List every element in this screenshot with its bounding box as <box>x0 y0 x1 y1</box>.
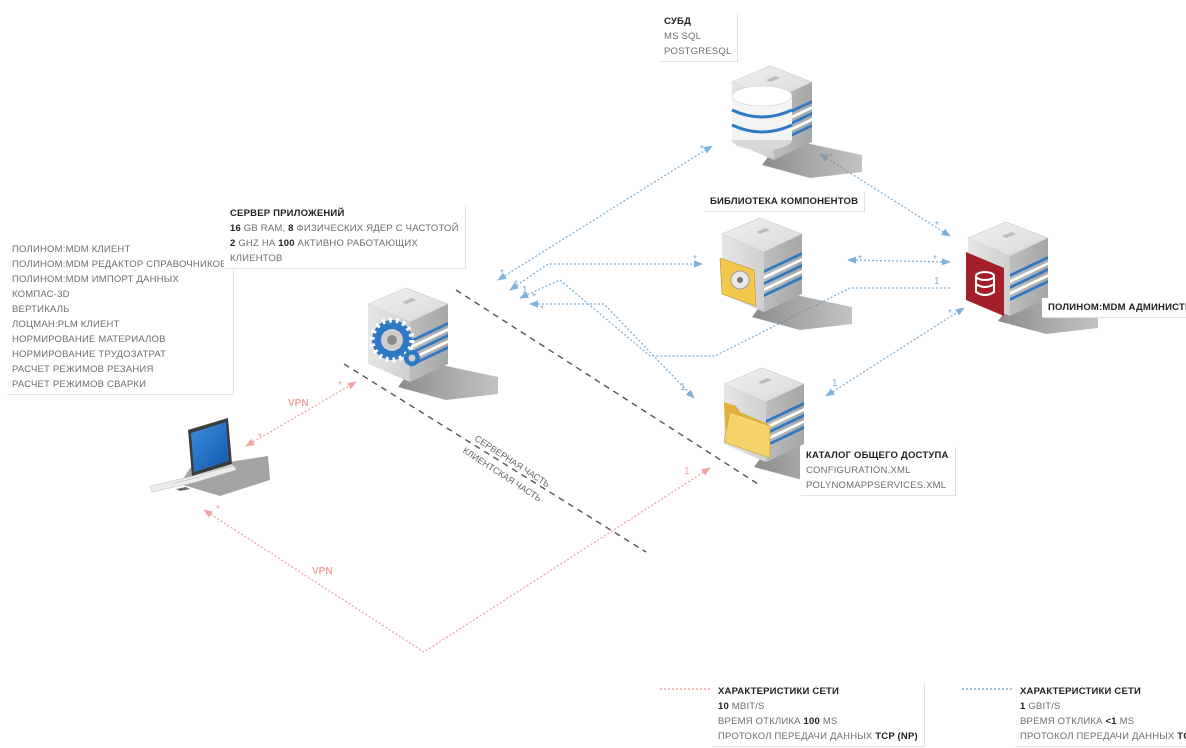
admin-server-icon <box>966 221 1098 335</box>
dbms-title: СУБД <box>664 16 692 27</box>
mark-one-2: 1 <box>680 382 686 393</box>
link-catalog-admin <box>825 307 965 397</box>
app-server-spec-1: 16 GB RAM, 8 ФИЗИЧЕСКИХ ЯДЕР С ЧАСТОТОЙ <box>230 223 459 234</box>
app-server-label: СЕРВЕР ПРИЛОЖЕНИЙ 16 GB RAM, 8 ФИЗИЧЕСКИ… <box>224 204 465 268</box>
client-item: КОМПАС-3D <box>12 289 70 300</box>
client-item: РАСЧЕТ РЕЖИМОВ СВАРКИ <box>12 379 147 390</box>
library-label: БИБЛИОТЕКА КОМПОНЕНТОВ <box>704 192 865 211</box>
blue-links <box>497 145 965 399</box>
legend-blue: ХАРАКТЕРИСТИКИ СЕТИ 1 GBIT/S ВРЕМЯ ОТКЛИ… <box>1014 682 1186 746</box>
admin-title: ПОЛИНОМ:MDM АДМИНИСТРАТОР <box>1048 302 1186 313</box>
library-server-icon <box>719 217 852 331</box>
catalog-server-icon <box>723 367 854 481</box>
catalog-label: КАТАЛОГ ОБЩЕГО ДОСТУПА CONFIGURATION.XML… <box>800 446 955 495</box>
catalog-item: POLYNOMAPPSERVICES.XML <box>806 480 947 491</box>
laptop-icon <box>149 418 270 496</box>
divider-upper <box>455 289 759 485</box>
link-appserver-admin <box>519 279 952 357</box>
client-item: ПОЛИНОМ:MDM ИМПОРТ ДАННЫХ <box>12 274 179 285</box>
dbms-label: СУБД MS SQL POSTGRESQL <box>658 12 738 61</box>
app-server-spec-2: 2 GHZ НА 100 АКТИВНО РАБОТАЮЩИХ <box>230 238 418 249</box>
legend-red: ХАРАКТЕРИСТИКИ СЕТИ 10 MBIT/S ВРЕМЯ ОТКЛ… <box>712 682 924 746</box>
client-software-list: ПОЛИНОМ:MDM КЛИЕНТ ПОЛИНОМ:MDM РЕДАКТОР … <box>6 240 233 394</box>
link-appserver-catalog <box>529 300 695 399</box>
client-item: НОРМИРОВАНИЕ МАТЕРИАЛОВ <box>12 334 166 345</box>
legend-blue-speed: 1 GBIT/S <box>1020 701 1061 712</box>
link-appserver-dbms <box>497 145 713 281</box>
mark-star-10: * <box>933 254 937 265</box>
legend-red-latency: ВРЕМЯ ОТКЛИКА 100 MS <box>718 716 838 727</box>
catalog-title: КАТАЛОГ ОБЩЕГО ДОСТУПА <box>806 450 949 461</box>
mark-star-9: * <box>858 254 862 265</box>
mark-one-1: 1 <box>522 285 528 296</box>
client-item: НОРМИРОВАНИЕ ТРУДОЗАТРАТ <box>12 349 167 360</box>
mark-one-4: 1 <box>832 378 838 389</box>
legend-blue-protocol: ПРОТОКОЛ ПЕРЕДАЧИ ДАННЫХ TCP (NP) <box>1020 731 1186 742</box>
client-item: ПОЛИНОМ:MDM КЛИЕНТ <box>12 244 131 255</box>
mark-star-11: * <box>948 308 952 319</box>
database-server-icon <box>731 65 862 179</box>
app-server-icon <box>367 287 498 401</box>
mark-one-5: 1 <box>684 466 690 477</box>
legend-blue-latency: ВРЕМЯ ОТКЛИКА <1 MS <box>1020 716 1135 727</box>
mark-star-1: * <box>500 268 504 279</box>
mark-star-14: * <box>216 504 220 515</box>
mark-one-3: 1 <box>934 276 940 287</box>
dbms-item: MS SQL <box>664 31 702 42</box>
client-item: ПОЛИНОМ:MDM РЕДАКТОР СПРАВОЧНИКОВ <box>12 259 227 270</box>
client-server-divider <box>343 289 759 553</box>
library-title: БИБЛИОТЕКА КОМПОНЕНТОВ <box>710 196 859 207</box>
mark-star-5: * <box>532 292 536 303</box>
link-library-admin <box>847 256 951 266</box>
client-item: ЛОЦМАН:PLM КЛИЕНТ <box>12 319 120 330</box>
link-laptop-appserver <box>245 381 357 447</box>
mark-star-13: * <box>258 432 262 443</box>
app-server-spec-3: КЛИЕНТОВ <box>230 253 283 264</box>
client-item: ВЕРТИКАЛЬ <box>12 304 70 315</box>
red-links <box>203 381 711 653</box>
vpn-label-1: VPN <box>288 398 309 409</box>
mark-star-4: * <box>693 254 697 265</box>
mark-star-2: * <box>700 144 704 155</box>
legend-red-title: ХАРАКТЕРИСТИКИ СЕТИ <box>718 686 840 697</box>
app-server-title: СЕРВЕР ПРИЛОЖЕНИЙ <box>230 208 345 219</box>
legend-red-speed: 10 MBIT/S <box>718 701 765 712</box>
mark-star-8: * <box>935 220 939 231</box>
vpn-label-2: VPN <box>312 566 333 577</box>
legend-blue-title: ХАРАКТЕРИСТИКИ СЕТИ <box>1020 686 1142 697</box>
dbms-item: POSTGRESQL <box>664 46 732 57</box>
divider-lower <box>343 363 647 553</box>
catalog-item: CONFIGURATION.XML <box>806 465 911 476</box>
mark-star-12: * <box>338 380 342 391</box>
link-appserver-library <box>509 260 703 291</box>
multiplicity-marks: * * * * 1 * * 1 * * * * 1 * 1 * * * 1 <box>216 144 952 515</box>
link-laptop-catalog <box>203 467 711 653</box>
legend-red-protocol: ПРОТОКОЛ ПЕРЕДАЧИ ДАННЫХ TCP (NP) <box>718 731 918 742</box>
mark-star-6: * <box>540 304 544 315</box>
admin-label: ПОЛИНОМ:MDM АДМИНИСТРАТОР <box>1042 298 1186 317</box>
client-item: РАСЧЕТ РЕЖИМОВ РЕЗАНИЯ <box>12 364 154 375</box>
mark-star-3: * <box>514 279 518 290</box>
